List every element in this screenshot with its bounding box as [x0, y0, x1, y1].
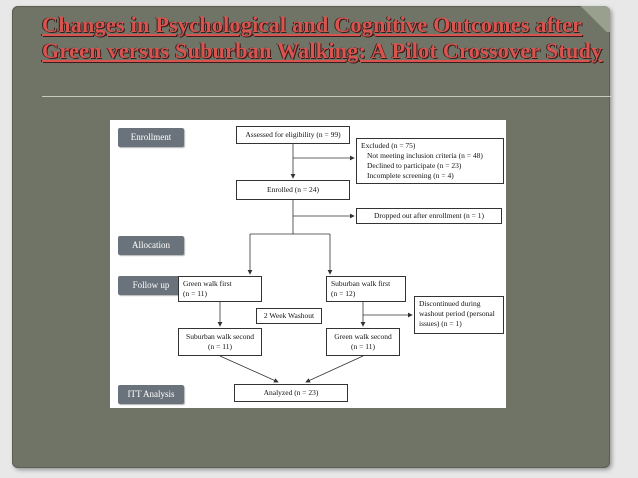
suburban-second-line2: (n = 11) [208, 342, 232, 351]
green-first-line1: Green walk first [183, 279, 232, 288]
consort-flowchart: Enrollment Allocation Follow up ITT Anal… [110, 120, 506, 408]
green-second-box: Green walk second (n = 11) [326, 328, 400, 356]
arrow-left-to-analyzed [219, 355, 279, 383]
dropped-box: Dropped out after enrollment (n = 1) [356, 208, 502, 224]
excluded-reason-1: Not meeting inclusion criteria (n = 48) [367, 151, 483, 160]
assessed-box: Assessed for eligibility (n = 99) [236, 126, 350, 144]
corner-decoration [576, 6, 610, 32]
dropped-label: Dropped out after enrollment (n = 1) [373, 211, 485, 220]
analyzed-label: Analyzed (n = 23) [263, 388, 319, 397]
flowchart-connectors [217, 144, 413, 383]
suburban-first-line2: (n = 12) [331, 289, 356, 298]
suburban-first-line1: Suburban walk first [331, 279, 391, 288]
arrow-right-to-analyzed [305, 355, 364, 383]
discontinued-line3: issues) (n = 1) [419, 319, 462, 328]
discontinued-line2: washout period (personal [419, 309, 495, 318]
slide-title: Changes in Psychological and Cognitive O… [42, 12, 603, 63]
analyzed-box: Analyzed (n = 23) [234, 384, 348, 402]
excluded-reason-3: Incomplete screening (n = 4) [367, 171, 454, 180]
enrolled-label: Enrolled (n = 24) [267, 185, 319, 194]
discontinued-box: Discontinued during washout period (pers… [414, 296, 504, 334]
green-second-line2: (n = 11) [351, 342, 375, 351]
excluded-reason-2: Declined to participate (n = 23) [367, 161, 462, 170]
title-divider [42, 96, 612, 97]
stage-follow-up: Follow up [118, 276, 184, 295]
assessed-label: Assessed for eligibility (n = 99) [245, 130, 341, 139]
green-second-line1: Green walk second [334, 332, 392, 341]
washout-label: 2 Week Washout [263, 311, 315, 320]
green-first-line2: (n = 11) [183, 289, 207, 298]
excluded-title: Excluded (n = 75) [361, 141, 416, 150]
excluded-box: Excluded (n = 75) Not meeting inclusion … [356, 138, 504, 184]
discontinued-line1: Discontinued during [419, 299, 481, 308]
stage-itt-analysis: ITT Analysis [118, 385, 184, 404]
green-first-box: Green walk first (n = 11) [178, 276, 262, 302]
suburban-second-line1: Suburban walk second [186, 332, 254, 341]
stage-allocation: Allocation [118, 236, 184, 255]
stage-enrollment: Enrollment [118, 128, 184, 147]
washout-box: 2 Week Washout [256, 308, 322, 324]
suburban-first-box: Suburban walk first (n = 12) [326, 276, 406, 302]
enrolled-box: Enrolled (n = 24) [236, 180, 350, 200]
suburban-second-box: Suburban walk second (n = 11) [178, 328, 262, 356]
